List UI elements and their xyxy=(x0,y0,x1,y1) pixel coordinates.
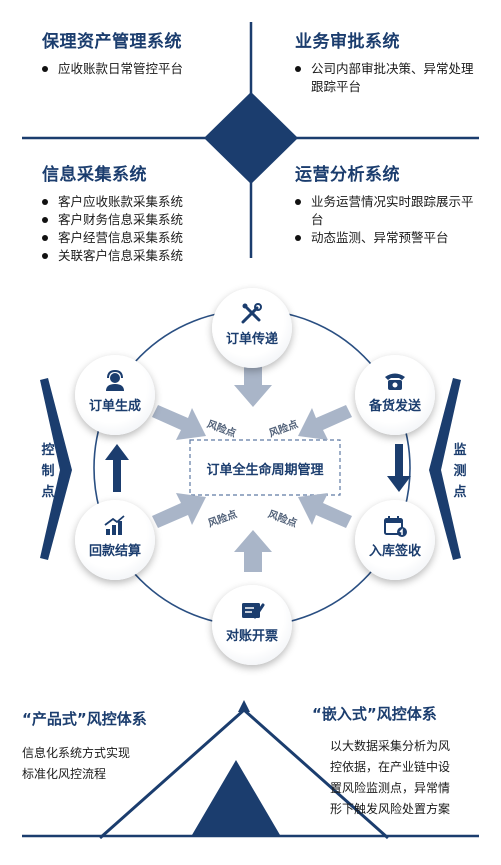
growth-chart-icon xyxy=(104,515,125,535)
node-warehouse-receipt: 入库签收 xyxy=(355,500,435,580)
bullet-icon xyxy=(295,234,301,241)
bullet-icon xyxy=(42,252,48,259)
node-order-generation: 订单生成 xyxy=(75,355,155,435)
control-point-label: 控制点 xyxy=(41,443,55,500)
node-label: 入库签收 xyxy=(368,544,421,559)
list-item: 客户应收账款采集系统 xyxy=(42,193,183,211)
section-title: “产品式”风控体系 xyxy=(22,710,147,728)
node-payment-settlement: 回款结算 xyxy=(75,500,155,580)
node-order-delivery: 订单传递 xyxy=(212,288,292,368)
node-label: 订单传递 xyxy=(225,332,278,347)
calendar-icon xyxy=(384,516,407,537)
node-label: 对账开票 xyxy=(225,629,278,644)
list-item: 关联客户信息采集系统 xyxy=(42,247,183,265)
node-label: 回款结算 xyxy=(88,544,141,559)
text-line: 控依据，在产业链中设 xyxy=(330,760,451,774)
text-line: 以大数据采集分析为风 xyxy=(330,739,451,753)
monitor-point-label: 监测点 xyxy=(453,443,467,500)
list-item: 客户经营信息采集系统 xyxy=(42,229,183,247)
asset-management-section: 保理资产管理系统 应收账款日常管控平台 xyxy=(42,27,183,78)
text-line: 信息化系统方式实现 xyxy=(22,746,131,760)
bullet-icon xyxy=(42,65,48,72)
node-stock-shipping: 备货发送 xyxy=(355,355,435,435)
telephone-icon xyxy=(385,373,405,390)
embedded-risk-system: “嵌入式”风控体系 以大数据采集分析为风 控依据，在产业链中设 置风险监测点，异… xyxy=(312,703,482,820)
bullet-icon xyxy=(295,65,301,72)
tools-icon xyxy=(241,303,262,324)
list-item: 公司内部审批决策、异常处理跟踪平台 xyxy=(295,60,485,96)
customer-service-icon xyxy=(106,369,124,391)
list-item: 应收账款日常管控平台 xyxy=(42,60,183,78)
section-title: “嵌入式”风控体系 xyxy=(312,705,437,723)
node-label: 备货发送 xyxy=(368,399,421,414)
invoice-icon xyxy=(242,603,265,619)
text-line: 形下触发风险处置方案 xyxy=(330,802,451,816)
operation-analysis-section: 运营分析系统 业务运营情况实时跟踪展示平台 动态监测、异常预警平台 xyxy=(295,160,485,247)
node-label: 订单生成 xyxy=(88,399,141,414)
bullet-icon xyxy=(42,198,48,205)
section-title: 信息采集系统 xyxy=(42,165,147,185)
bullet-icon xyxy=(295,198,301,205)
list-item: 动态监测、异常预警平台 xyxy=(295,229,485,247)
approval-section: 业务审批系统 公司内部审批决策、异常处理跟踪平台 xyxy=(295,27,485,96)
list-item: 客户财务信息采集系统 xyxy=(42,211,183,229)
text-line: 标准化风控流程 xyxy=(22,767,107,781)
node-reconcile-invoice: 对账开票 xyxy=(212,585,292,665)
section-title: 保理资产管理系统 xyxy=(42,32,182,52)
section-title: 业务审批系统 xyxy=(295,32,400,52)
section-title: 运营分析系统 xyxy=(295,165,400,185)
info-collection-section: 信息采集系统 客户应收账款采集系统 客户财务信息采集系统 客户经营信息采集系统 … xyxy=(42,160,183,265)
list-item: 业务运营情况实时跟踪展示平台 xyxy=(295,193,485,229)
bullet-icon xyxy=(42,216,48,223)
text-line: 置风险监测点，异常情 xyxy=(330,781,451,795)
bullet-icon xyxy=(42,234,48,241)
product-risk-system: “产品式”风控体系 信息化系统方式实现 标准化风控流程 xyxy=(22,708,147,785)
order-lifecycle-title: 订单全生命周期管理 xyxy=(206,463,324,478)
